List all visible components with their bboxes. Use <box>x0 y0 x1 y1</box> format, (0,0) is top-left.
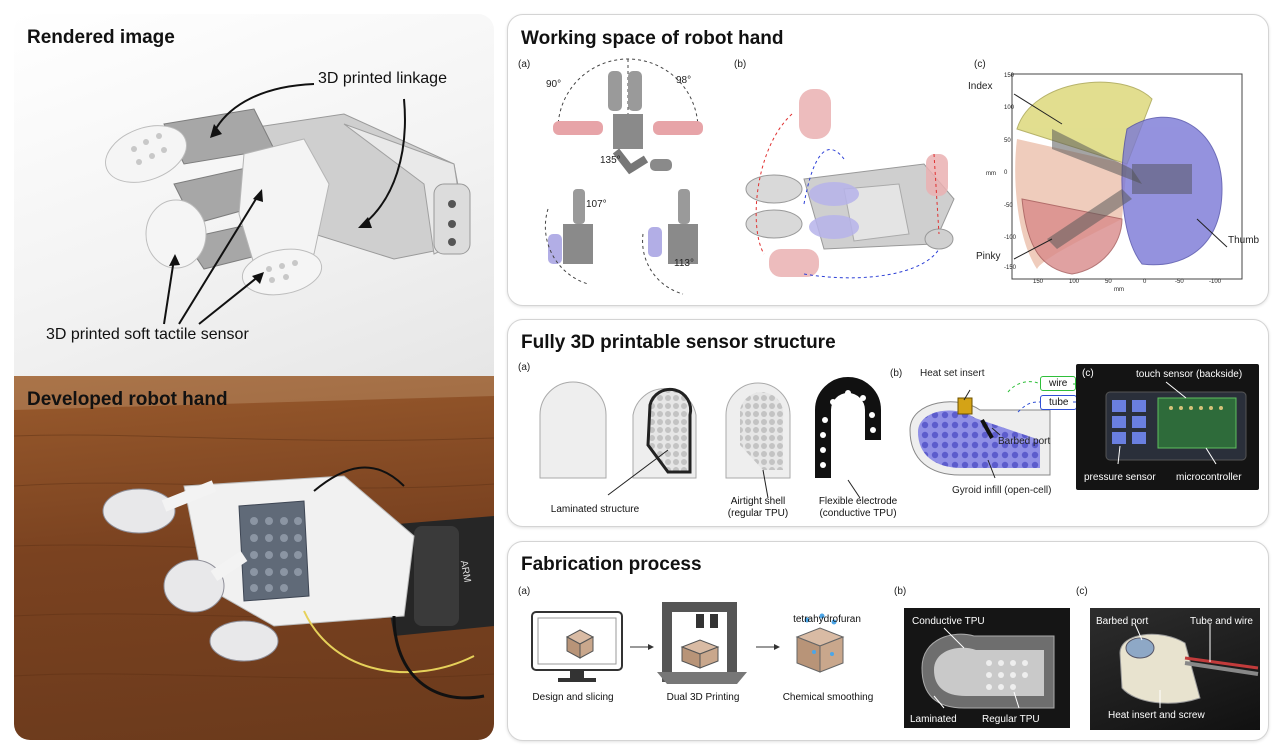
developed-hand-panel: Developed robot hand ARM <box>14 376 494 740</box>
sensor-section-photo <box>921 627 1055 709</box>
rendered-image-panel: Rendered image <box>14 14 494 376</box>
conductive-tpu-label: Conductive TPU <box>912 616 985 627</box>
x-tick: -100 <box>1209 279 1222 285</box>
electrode-label: Flexible electrode (conductive TPU) <box>806 496 910 520</box>
chemical-smoothing-label: Chemical smoothing <box>782 692 874 703</box>
plot-y-unit: mm <box>986 171 996 177</box>
airtight-shell-line1: Airtight shell <box>730 496 786 507</box>
angle-label-2: 98° <box>676 75 692 86</box>
sensor-c-photo: (c) touch sensor (backside) pressure sen… <box>1076 364 1259 490</box>
angle-label-3: 135° <box>600 155 621 166</box>
pressure-sensor-label: pressure sensor <box>1084 472 1156 483</box>
fabrication-panel: Fabrication process (a) (b) (c) Design a… <box>507 541 1269 741</box>
heat-screw-label: Heat insert and screw <box>1108 710 1205 721</box>
x-tick: 0 <box>1143 279 1147 285</box>
rendered-image-title: Rendered image <box>27 27 175 48</box>
y-tick: 100 <box>1004 105 1015 111</box>
dual-printing-label: Dual 3D Printing <box>666 692 740 703</box>
workspace-c-plot <box>1011 73 1243 280</box>
fab-c-label: (c) <box>1076 586 1088 597</box>
pcb-illustration <box>1105 381 1247 465</box>
developed-hand-title: Developed robot hand <box>27 389 228 410</box>
workspace-b-diagram <box>745 89 955 279</box>
sensor-b-diagram <box>909 389 1051 479</box>
thf-label: tetrahydrofuran <box>793 614 861 625</box>
rendered-hand-illustration <box>105 83 471 325</box>
y-tick: 150 <box>1004 73 1015 79</box>
barbed-port-photo-label: Barbed port <box>1096 616 1149 627</box>
thumb-label: Thumb <box>1228 235 1260 246</box>
fabrication-process-diagram <box>531 602 845 684</box>
x-tick: 100 <box>1069 279 1080 285</box>
workspace-panel: Working space of robot hand (a) (b) (c) … <box>507 14 1269 306</box>
sensor-a-label: (a) <box>518 362 531 373</box>
y-tick: -100 <box>1004 235 1017 241</box>
photo-robot-hand <box>102 466 494 700</box>
gyroid-label: Gyroid infill (open-cell) <box>952 485 1052 496</box>
fab-b-photo: Conductive TPU Laminated Regular TPU <box>904 608 1070 728</box>
angle-label-1: 90° <box>546 79 562 90</box>
plot-y-ticks: 150 100 50 0 -50 -100 -150 <box>1004 73 1024 273</box>
regular-tpu-label: Regular TPU <box>982 714 1040 725</box>
angle-label-5: 113° <box>674 258 694 269</box>
index-label: Index <box>968 81 993 92</box>
y-tick: 50 <box>1004 138 1011 144</box>
airtight-shell-label: Airtight shell (regular TPU) <box>708 496 808 520</box>
tube-wire-label: Tube and wire <box>1190 616 1253 627</box>
angle-label-4: 107° <box>586 199 607 210</box>
x-tick: 150 <box>1033 279 1044 285</box>
sensor-b-label: (b) <box>890 368 903 379</box>
barbed-port-label: Barbed port <box>998 436 1051 447</box>
electrode-line2: (conductive TPU) <box>819 508 897 519</box>
sensor-c-label: (c) <box>1082 368 1094 379</box>
heat-insert-label: Heat set insert <box>920 368 985 379</box>
x-tick: 50 <box>1105 279 1112 285</box>
touch-sensor-label: touch sensor (backside) <box>1136 369 1243 380</box>
workspace-a-diagram <box>544 58 703 295</box>
laminated-photo-label: Laminated <box>910 714 957 725</box>
airtight-shell-line2: (regular TPU) <box>727 508 789 519</box>
workspace-b-label: (b) <box>734 59 747 70</box>
microcontroller-label: microcontroller <box>1176 472 1242 483</box>
workspace-c-label: (c) <box>974 59 986 70</box>
workspace-title: Working space of robot hand <box>521 28 784 49</box>
assembled-sensor-photo <box>1119 623 1259 708</box>
plot-x-unit: mm <box>1114 287 1124 293</box>
fab-a-label: (a) <box>518 586 531 597</box>
fab-b-label: (b) <box>894 586 907 597</box>
plot-x-ticks: 150 100 50 0 -50 -100 <box>1033 279 1253 289</box>
y-tick: -50 <box>1004 203 1013 209</box>
sensor-title: Fully 3D printable sensor structure <box>521 332 836 353</box>
sensor-a-diagram <box>539 377 881 499</box>
tactile-sensor-annotation: 3D printed soft tactile sensor <box>46 326 249 343</box>
y-tick: -150 <box>1004 265 1017 271</box>
wire-tag: wire <box>1040 376 1077 391</box>
tube-tag: tube <box>1040 395 1078 410</box>
y-tick: 0 <box>1004 170 1008 176</box>
fab-c-photo: Barbed port Tube and wire Heat insert an… <box>1090 608 1260 730</box>
linkage-annotation: 3D printed linkage <box>318 70 447 87</box>
fabrication-title: Fabrication process <box>521 554 702 575</box>
sensor-panel: Fully 3D printable sensor structure (a) … <box>507 319 1269 527</box>
design-slicing-label: Design and slicing <box>532 692 614 703</box>
electrode-line1: Flexible electrode <box>818 496 898 507</box>
x-tick: -50 <box>1175 279 1184 285</box>
workspace-a-label: (a) <box>518 59 531 70</box>
laminated-structure-label: Laminated structure <box>550 504 640 515</box>
pinky-label: Pinky <box>976 251 1001 262</box>
